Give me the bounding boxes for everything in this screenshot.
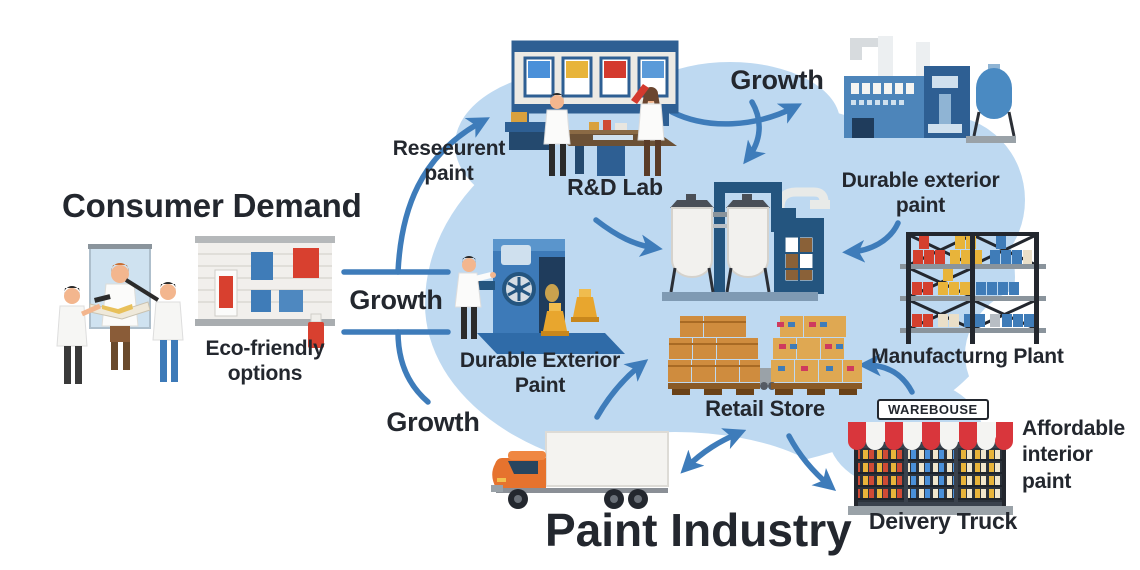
lab-scientist-left-figure [543,93,571,176]
rd-lab-illustration [505,40,679,176]
consumer-demand-title: Consumer Demand [62,187,362,224]
retail-store-label: Retail Store [705,396,825,421]
tank-right [725,194,771,293]
right-interviewer-figure [124,278,184,382]
manufacturing-plant-label: Manufacturng Plant [871,345,1064,368]
exterior-paint-machine-illustration [455,239,625,354]
forklift-icon [760,368,776,390]
paint-sample-windows [523,56,669,98]
machine-wheel-icon [502,272,536,306]
lab-scientist-right-figure [631,84,665,176]
center-scientist-figure [89,263,151,370]
mixing-tanks-illustration [662,182,830,301]
consumer-scientists-illustration [56,244,184,384]
curve-growth-to-bottom [395,329,431,405]
growth-label-bottom: Growth [386,407,480,437]
left-interviewer-figure [56,286,111,384]
storage-tank-icon [966,64,1016,143]
operator-figure [455,256,496,339]
paint-industry-title: Paint Industry [545,504,852,556]
retail-boxes-illustration [668,316,862,395]
growth-label-mid: Growth [349,285,443,315]
affordable-paint-label: Affordable interior paint [1022,417,1126,493]
awning-icon [848,422,1013,450]
warehouse-storefront-illustration [848,422,1013,515]
exterior-machine-label: Durable Exterior Paint [459,349,621,398]
exterior-factory-label: Durable exterior paint [841,169,1000,218]
tower-window [782,234,816,284]
rd-lab-label: R&D Lab [567,174,663,200]
left-pallet-stack [668,316,760,395]
manufacturing-shelves-illustration [900,232,1046,344]
delivery-truck-label: Deivery Truck [868,508,1018,534]
eco-friendly-label: Eco-friendly options [205,337,325,386]
spray-can-icon [308,313,324,348]
warehouse-sign: WAREBOUSE [877,399,989,420]
eco-building-illustration [195,236,335,348]
delivery-truck-illustration [491,431,669,509]
right-pallet-stack [771,316,862,395]
truck-wheels [508,489,648,509]
growth-label-top: Growth [730,65,824,95]
exterior-factory-illustration [844,36,1016,143]
hopper-icons [541,289,599,336]
tank-left [669,194,715,293]
background-blob-cutout [965,282,1140,427]
research-paint-label: Reseeurent paint [392,137,506,186]
